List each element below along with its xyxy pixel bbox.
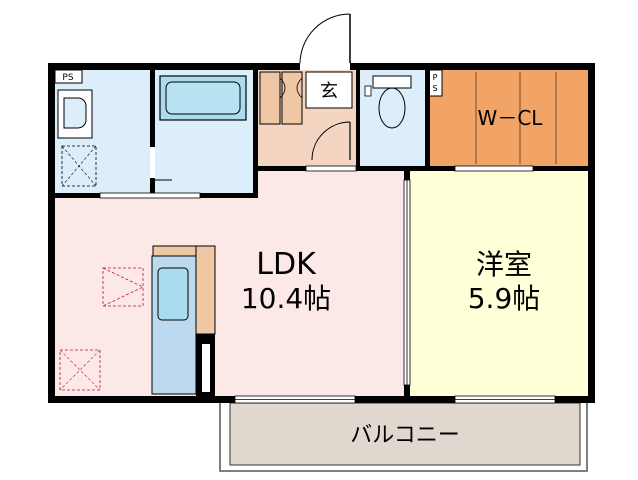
shoe-cabinet [259,71,281,125]
shoe-cabinet-door-arc [279,77,303,99]
appliance-cross [59,349,101,391]
entrance-label: 玄 [320,81,338,102]
pipe-space-2-label-bottom: S [432,84,437,93]
washing-machine-cross [61,145,97,187]
walk-in-closet-label: W－CL [478,106,544,130]
wcl-door-opening [454,165,534,172]
washbasin-bowl [63,97,87,129]
washroom-window [99,192,201,199]
balcony-floor [229,402,581,466]
inner-door-arc [311,121,351,161]
kitchen-counter-side [195,245,216,335]
kitchen-sink [157,267,189,321]
bathtub-inner [165,81,241,115]
toilet-tank [372,75,412,89]
front-door-arc [299,13,351,65]
fridge-space [102,267,144,307]
toilet-paper [364,85,372,97]
entrance-corridor-opening [305,165,357,172]
appliance-cross [59,349,101,391]
toilet-bowl [378,87,406,129]
pipe-space-2-label-top: P [433,73,438,82]
front-door-opening [300,63,350,70]
balcony-label: バルコニー [350,423,460,448]
western-size-label: 5.9帖 [468,282,541,315]
entrance-step [305,71,353,109]
western-room [410,170,588,396]
kitchen-column-inner [202,344,210,392]
ldk-room [55,170,405,396]
ldk-size-label: 10.4帖 [241,282,331,315]
washing-machine-space [61,145,97,187]
shoe-cabinet-2 [281,71,303,125]
western-name-label: 洋室 [476,248,532,281]
appliance-space [59,349,101,391]
ldk-name-label: LDK [256,247,317,282]
washroom-door-opening [150,147,155,178]
walk-in-closet-room [430,70,588,166]
pipe-space-1-label: PS [62,73,73,83]
